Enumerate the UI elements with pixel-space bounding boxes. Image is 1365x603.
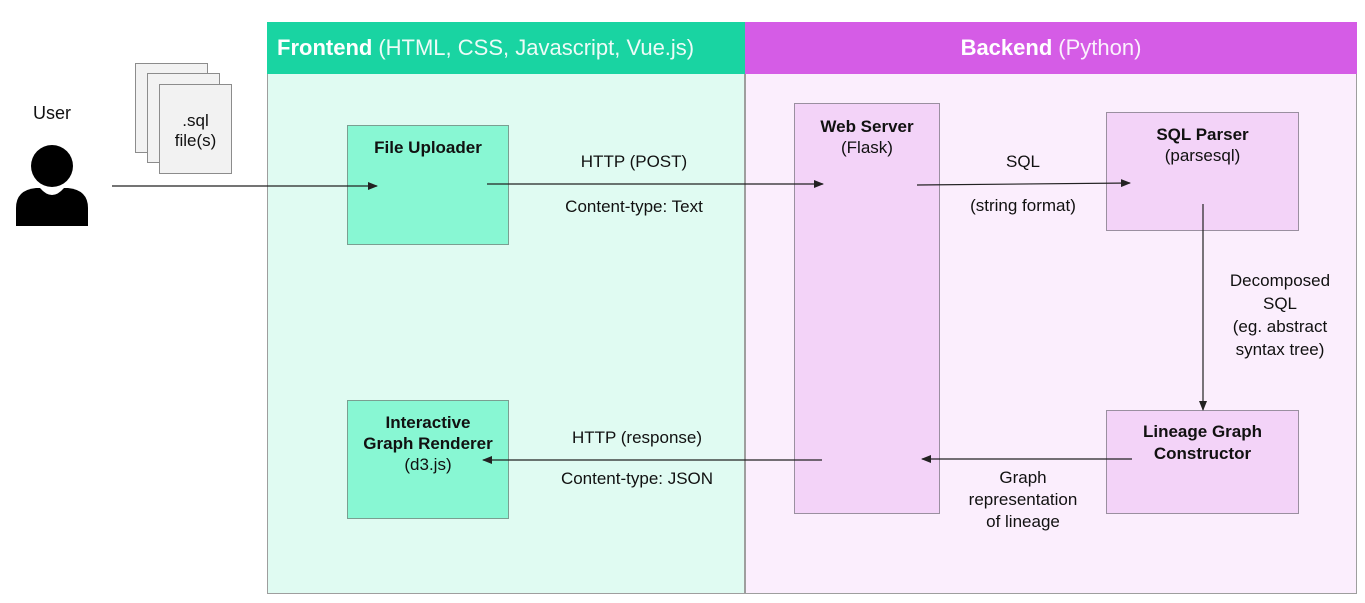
web-server-sub: (Flask) — [841, 138, 893, 157]
user-label: User — [32, 103, 71, 123]
edge-label-decomposed-line3: (eg. abstract — [1232, 317, 1328, 336]
web-server-box: Web Server (Flask) — [794, 103, 940, 514]
edge-label-string-format: (string format) — [970, 196, 1076, 215]
graph-renderer-sub: (d3.js) — [404, 455, 452, 474]
frontend-header: Frontend (HTML, CSS, Javascript, Vue.js) — [267, 22, 745, 74]
graph-renderer-title-line2: Graph Renderer — [363, 434, 493, 453]
frontend-title: Frontend — [277, 35, 373, 60]
file-uploader-box: File Uploader — [347, 125, 509, 245]
frontend-subtitle: (HTML, CSS, Javascript, Vue.js) — [378, 35, 695, 60]
backend-header: Backend (Python) — [745, 22, 1357, 74]
edge-label-http-response: HTTP (response) — [571, 428, 703, 447]
graph-renderer-title-line1: Interactive — [385, 413, 471, 432]
edge-label-decomposed-line4: syntax tree) — [1235, 340, 1325, 359]
edge-label-sql: SQL — [1005, 152, 1041, 171]
edge-label-http-post: HTTP (POST) — [580, 152, 688, 171]
sql-file-front: .sql file(s) — [159, 84, 232, 174]
sql-parser-title: SQL Parser — [1156, 125, 1249, 144]
backend-subtitle: (Python) — [1058, 35, 1142, 60]
edge-label-graph-representation: Graph representation of lineage — [955, 467, 1091, 533]
sql-file-label-line2: file(s) — [174, 131, 217, 150]
edge-label-decomposed-sql: Decomposed SQL (eg. abstract syntax tree… — [1218, 269, 1342, 361]
sql-parser-sub: (parsesql) — [1164, 146, 1241, 165]
edge-label-content-type-json: Content-type: JSON — [560, 469, 714, 488]
backend-title: Backend — [960, 35, 1053, 60]
user-icon — [16, 145, 88, 226]
lineage-constructor-title-line1: Lineage Graph — [1142, 422, 1263, 441]
sql-file-label-line1: .sql — [182, 111, 209, 130]
edge-label-content-type-text: Content-type: Text — [565, 197, 703, 216]
lineage-constructor-title-line2: Constructor — [1153, 444, 1252, 463]
edge-label-decomposed-line1: Decomposed — [1229, 271, 1331, 290]
arrow-server-to-parser — [916, 179, 1131, 188]
edge-label-decomposed-line2: SQL — [1262, 294, 1298, 313]
web-server-title: Web Server — [820, 117, 914, 136]
edge-label-graph-line1: Graph — [999, 468, 1047, 487]
edge-label-graph-line3: of lineage — [986, 512, 1060, 531]
edge-label-graph-line2: representation — [968, 490, 1078, 509]
file-uploader-title: File Uploader — [374, 138, 482, 157]
